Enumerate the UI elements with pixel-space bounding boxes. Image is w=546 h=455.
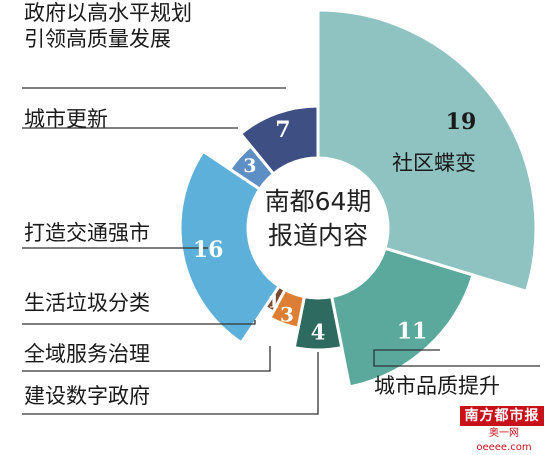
category-label-8: 政府以高水平规划引领高质量发展 — [24, 1, 192, 51]
category-label-7-line-1: 城市更新 — [24, 107, 108, 131]
category-label-3: 建设数字政府 — [24, 384, 150, 408]
leader-lines — [22, 87, 540, 415]
leader-line-4 — [22, 346, 271, 372]
category-label-7: 城市更新 — [24, 107, 108, 131]
center-title: 南都64期 报道内容 — [265, 187, 372, 250]
category-label-1: 社区蝶变 — [392, 151, 476, 175]
donut-slices — [178, 8, 538, 389]
value-label-6: 16 — [193, 237, 224, 263]
category-label-2: 城市品质提升 — [374, 374, 500, 398]
category-label-4-line-1: 全域服务治理 — [24, 342, 150, 366]
slice-6 — [178, 149, 282, 345]
leader-line-5 — [22, 320, 256, 325]
value-label-2: 11 — [397, 319, 428, 345]
leader-line-2 — [373, 349, 540, 367]
slice-2 — [329, 246, 475, 389]
category-label-8-line-1: 政府以高水平规划 — [24, 1, 192, 25]
slice-8 — [238, 104, 320, 176]
slice-3 — [292, 294, 344, 352]
category-label-2-line-1: 城市品质提升 — [374, 374, 500, 398]
value-label-4: 3 — [280, 303, 294, 327]
leader-line-3 — [22, 352, 319, 415]
value-label-7: 3 — [243, 155, 256, 177]
value-label-5: 1 — [268, 291, 281, 312]
category-label-6: 打造交通强市 — [24, 221, 150, 245]
value-label-1: 19 — [446, 109, 477, 135]
category-label-1-line-1: 社区蝶变 — [392, 151, 476, 175]
category-label-6-line-1: 打造交通强市 — [24, 221, 150, 245]
center-title-line-1: 南都64期 — [265, 187, 372, 216]
category-label-5-line-1: 生活垃圾分类 — [24, 291, 150, 315]
category-label-4: 全域服务治理 — [24, 342, 150, 366]
value-label-8: 7 — [275, 117, 290, 143]
category-label-8-line-2: 引领高质量发展 — [24, 27, 171, 51]
center-title-line-2: 报道内容 — [268, 221, 368, 250]
value-label-3: 4 — [311, 320, 326, 345]
category-label-5: 生活垃圾分类 — [24, 291, 150, 315]
newspaper-logo: 南方都市报 — [460, 406, 544, 426]
website-tagline: 奥一网oeeee.com — [476, 428, 532, 453]
category-label-3-line-1: 建设数字政府 — [24, 384, 150, 408]
slice-1 — [316, 8, 538, 294]
